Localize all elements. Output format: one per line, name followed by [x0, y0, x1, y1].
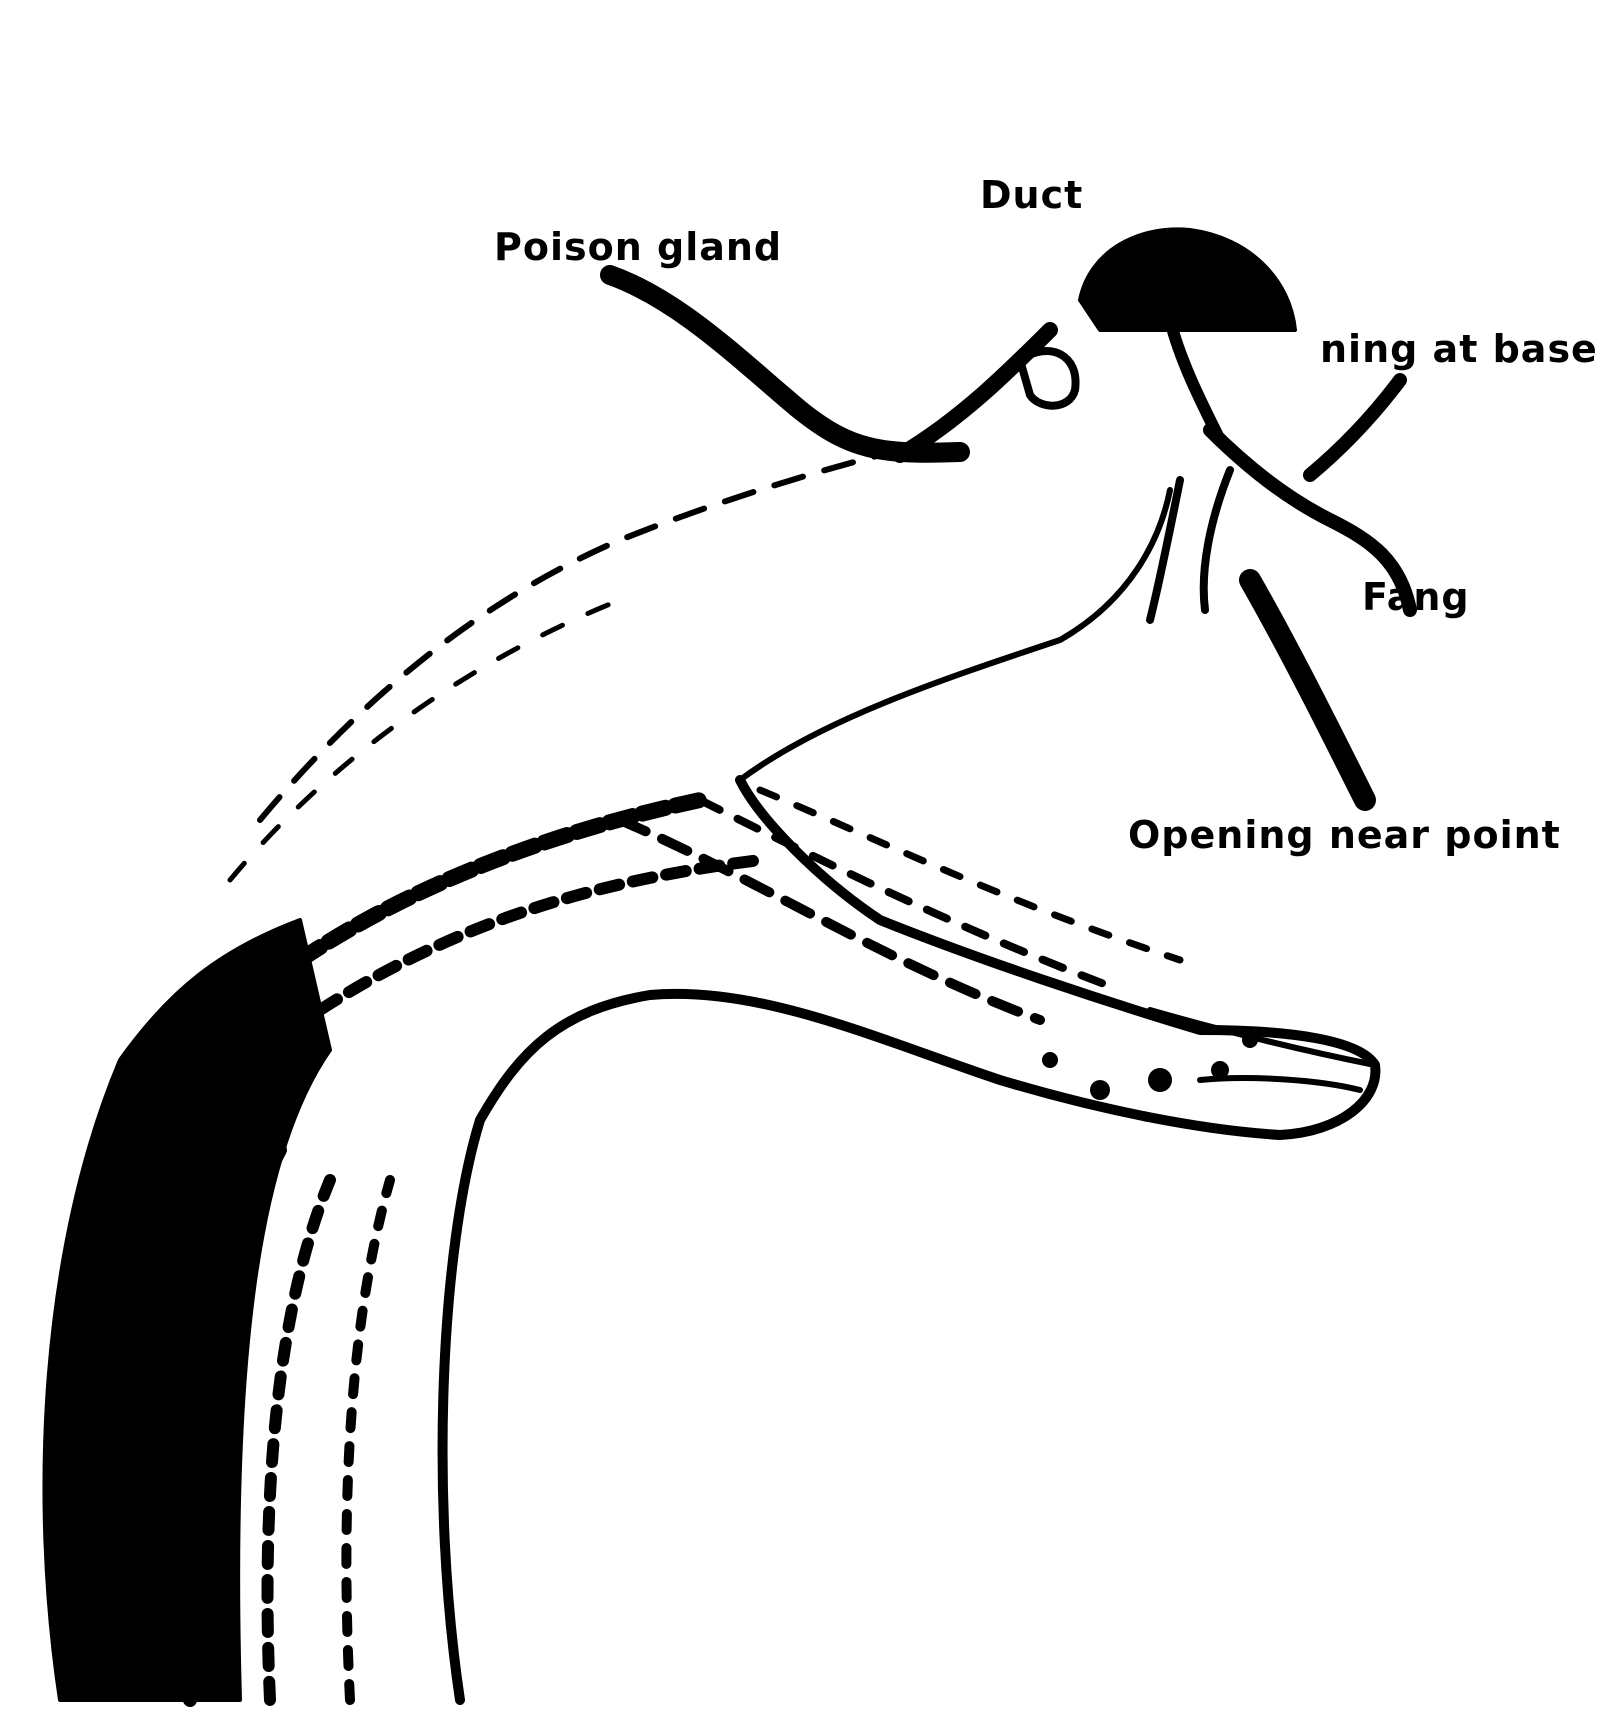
duct-chamber: [1080, 229, 1295, 330]
jaw-spots: [1042, 1032, 1258, 1100]
label-opening-near-point: Opening near point: [1128, 816, 1561, 854]
neck-scales: [44, 800, 760, 1700]
label-opening-at-base: ning at base: [1320, 330, 1598, 368]
lower-jaw-tip: [1150, 1010, 1375, 1090]
poison-gland: [610, 275, 960, 453]
head-outline: [230, 450, 1375, 1700]
duct: [1170, 320, 1220, 440]
label-poison-gland: Poison gland: [494, 228, 782, 266]
label-duct: Duct: [980, 176, 1083, 214]
label-fang: Fang: [1362, 578, 1470, 616]
jaw-scales: [620, 790, 1180, 1020]
eye: [1020, 351, 1076, 406]
